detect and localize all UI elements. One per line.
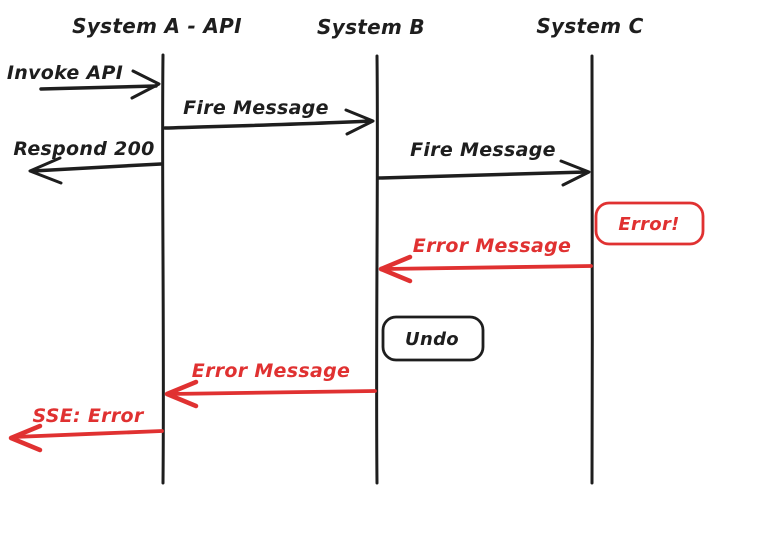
message-fire-message-a-b: Fire Message (163, 97, 375, 136)
lifeline-system-b (375, 54, 379, 485)
message-fire-message-b-c: Fire Message (377, 139, 591, 187)
message-sse-error: SSE: Error (8, 405, 164, 453)
undo-note-label: Undo (405, 329, 459, 350)
message-error-message-c-b: Error Message (378, 235, 593, 284)
message-label-sse-error: SSE: Error (32, 405, 144, 427)
arrowhead-right-icon (130, 69, 161, 100)
message-label-error-message-2: Error Message (192, 360, 350, 382)
note-error: Error! (594, 201, 705, 246)
arrow-shaft-sse-error (12, 429, 164, 439)
message-label-respond-200: Respond 200 (13, 138, 154, 160)
arrowhead-left-icon (28, 156, 63, 185)
note-undo: Undo (381, 315, 485, 362)
arrow-shaft-fire-message-1 (163, 119, 373, 130)
message-label-error-message-1: Error Message (413, 235, 571, 257)
message-error-message-b-a: Error Message (164, 360, 377, 409)
actor-label-system-a: System A - API (72, 14, 242, 38)
message-invoke-api: Invoke API (7, 62, 161, 100)
message-label-fire-message-1: Fire Message (183, 97, 329, 119)
message-label-fire-message-2: Fire Message (410, 139, 556, 161)
message-label-invoke-api: Invoke API (7, 62, 123, 84)
arrowhead-left-icon (378, 254, 413, 284)
arrow-shaft-respond-200 (31, 162, 163, 173)
error-note-label: Error! (618, 214, 679, 235)
arrowhead-left-icon (164, 379, 199, 409)
arrow-shaft-invoke-api (39, 84, 158, 91)
arrow-shaft-error-message-2 (168, 389, 377, 396)
undo-note-box (381, 315, 485, 362)
arrow-shaft-fire-message-2 (377, 170, 588, 180)
actor-label-system-b: System B (317, 15, 425, 39)
lifeline-system-c (590, 54, 594, 485)
error-note-box (594, 201, 705, 246)
arrowhead-left-icon (8, 423, 43, 453)
lifeline-system-a (161, 53, 165, 485)
message-respond-200: Respond 200 (13, 138, 163, 185)
arrowhead-right-icon (344, 108, 375, 136)
arrowhead-right-icon (559, 159, 591, 187)
actor-label-system-c: System C (536, 14, 643, 38)
arrow-shaft-error-message-1 (382, 264, 593, 271)
